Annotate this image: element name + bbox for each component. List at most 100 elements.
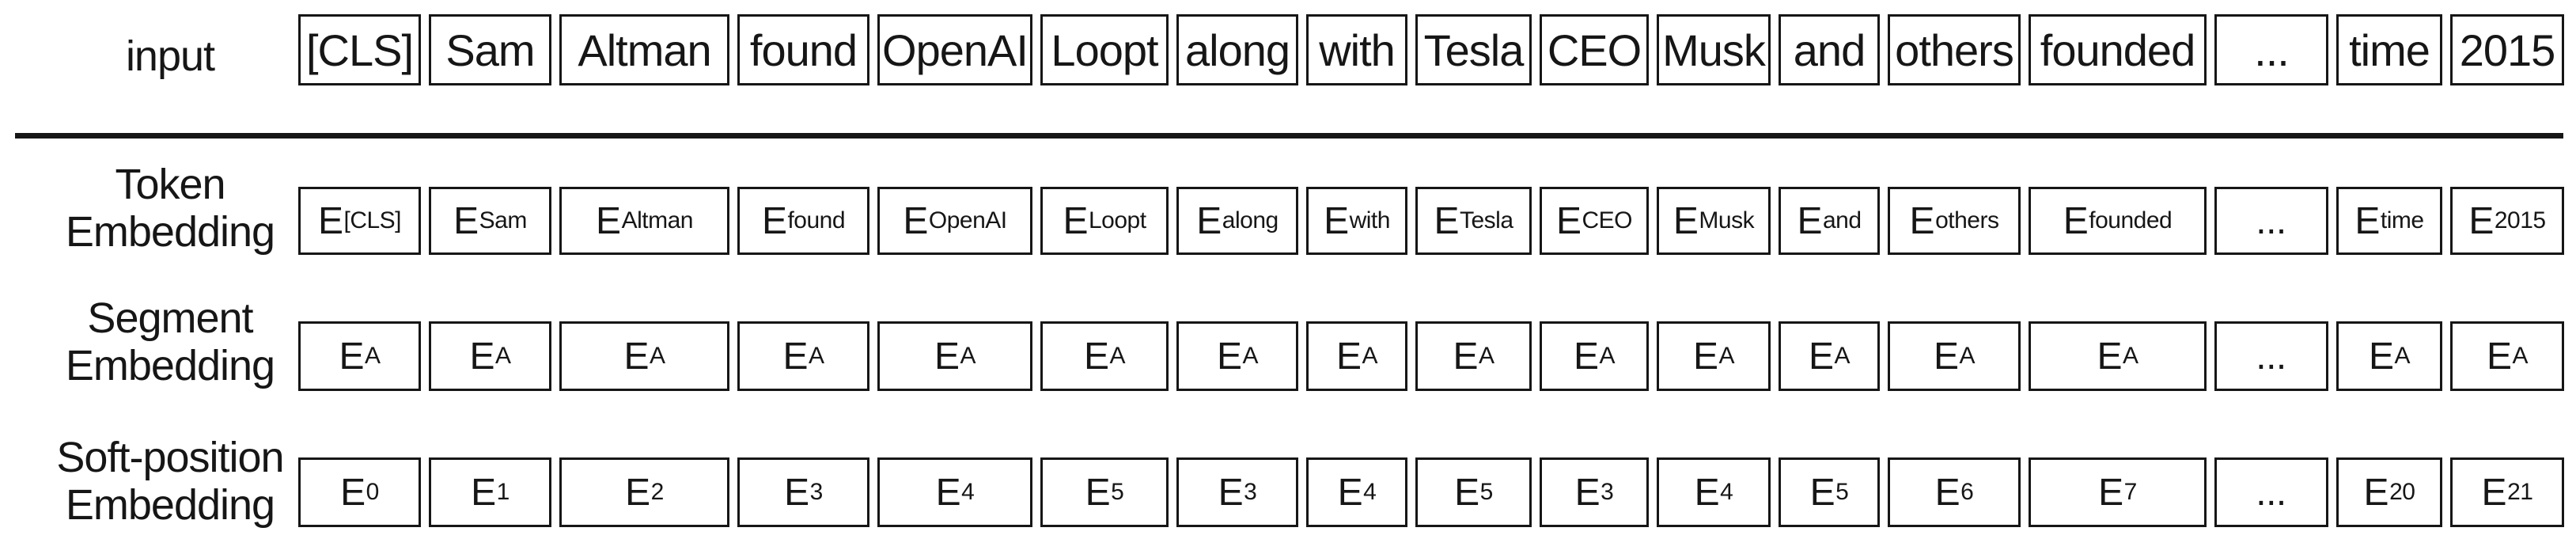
embedding-subscript: A	[960, 343, 976, 369]
embedding-symbol: E	[1453, 335, 1478, 378]
embedding-subscript: 6	[1960, 479, 1974, 505]
row-label-input: input	[0, 21, 340, 92]
input-token-text: CEO	[1547, 25, 1642, 75]
row-label-line: Token	[115, 161, 225, 208]
input-token-text: others	[1895, 25, 2014, 75]
embedding-subscript: CEO	[1582, 207, 1633, 233]
embedding-subscript: 7	[2123, 479, 2138, 505]
embedding-subscript: 0	[366, 479, 380, 505]
embedding-symbol: E	[1454, 471, 1479, 514]
input-token-text: ...	[2254, 25, 2290, 75]
embedding-subscript: A	[1959, 343, 1976, 369]
input-token-box: Loopt	[1040, 14, 1169, 85]
embedding-subscript: A	[2394, 343, 2411, 369]
input-token-box: found	[737, 14, 869, 85]
input-token-box: with	[1306, 14, 1407, 85]
input-token-text: founded	[2040, 25, 2195, 75]
embedding-subscript: A	[1599, 343, 1616, 369]
input-token-box: CEO	[1540, 14, 1649, 85]
input-token-text: [CLS]	[305, 25, 414, 75]
embedding-subscript: Altman	[621, 207, 694, 233]
embedding-symbol: E	[2481, 471, 2507, 514]
input-token-box: Musk	[1657, 14, 1771, 85]
input-token-text: 2015	[2459, 25, 2556, 75]
embedding-symbol: E	[1909, 199, 1935, 242]
embedding-symbol: E	[1934, 471, 1960, 514]
embedding-symbol: E	[623, 335, 649, 378]
embedding-subscript: A	[365, 343, 381, 369]
embedding-subscript: founded	[2089, 207, 2173, 233]
input-token-text: time	[2349, 25, 2430, 75]
embedding-subscript: 3	[1244, 479, 1257, 505]
embedding-symbol: E	[1335, 335, 1362, 378]
embedding-subscript: 3	[1601, 479, 1614, 505]
input-token-box: [CLS]	[298, 14, 421, 85]
embedding-symbol: E	[1673, 199, 1699, 242]
embedding-subscript: found	[787, 207, 846, 233]
embedding-symbol: E	[625, 471, 650, 514]
input-token-text: with	[1319, 25, 1396, 75]
input-ellipsis-box: ...	[2214, 14, 2328, 85]
embedding-symbol: E	[903, 199, 928, 242]
input-token-box: and	[1779, 14, 1880, 85]
embedding-symbol: E	[2363, 471, 2389, 514]
embedding-subscript: 5	[1111, 479, 1124, 505]
embedding-symbol: E	[934, 335, 960, 378]
embedding-symbol: E	[1216, 335, 1242, 378]
row-label-line: Segment	[87, 294, 253, 342]
embedding-subscript: with	[1349, 207, 1391, 233]
embedding-subscript: A	[1109, 343, 1126, 369]
embedding-symbol: E	[761, 199, 787, 242]
embedding-subscript: A	[650, 343, 665, 369]
embedding-symbol: E	[2063, 199, 2089, 242]
embedding-symbol: E	[2098, 471, 2123, 514]
row-label-token-embedding: Token Embedding	[0, 161, 340, 256]
row-label-soft-position-embedding: Soft-position Embedding	[0, 434, 340, 529]
input-token-text: and	[1793, 25, 1866, 75]
embedding-symbol: E	[1324, 199, 1349, 242]
row-label-line: Embedding	[65, 208, 275, 256]
embedding-symbol: E	[1337, 471, 1363, 514]
embedding-symbol: E	[2368, 335, 2394, 378]
embedding-subscript: and	[1822, 207, 1862, 233]
embedding-subscript: 5	[1835, 479, 1849, 505]
token-embedding-ellipsis-box: ...	[2214, 187, 2328, 255]
segment-embedding-ellipsis-box: ...	[2214, 321, 2328, 391]
embedding-subscript: along	[1222, 207, 1279, 233]
row-label-line: Embedding	[65, 342, 275, 389]
input-token-box: Tesla	[1415, 14, 1532, 85]
embedding-symbol: E	[782, 335, 808, 378]
embedding-symbol: E	[1434, 199, 1459, 242]
embedding-symbol: E	[1933, 335, 1959, 378]
embedding-subscript: A	[1834, 343, 1851, 369]
